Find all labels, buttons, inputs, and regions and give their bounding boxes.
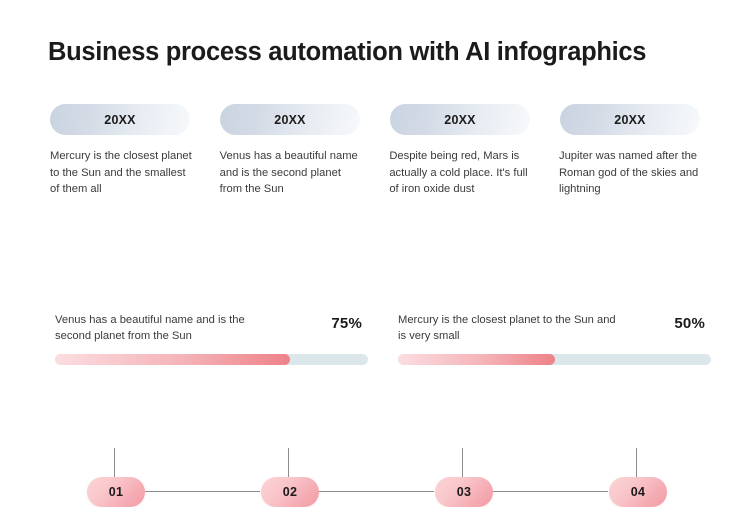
description-column-3: Despite being red, Mars is actually a co… — [389, 148, 535, 198]
progress-track[interactable] — [55, 354, 368, 365]
timeline: 01 02 03 04 — [0, 222, 747, 507]
descriptions-row: Mercury is the closest planet to the Sun… — [50, 148, 705, 198]
timeline-stem-1 — [114, 448, 115, 477]
timeline-stem-2 — [288, 448, 289, 477]
step-pill-4[interactable]: 04 — [609, 477, 667, 507]
progress-percent: 50% — [674, 315, 705, 332]
step-pill-2[interactable]: 02 — [261, 477, 319, 507]
infographic-slide: Business process automation with AI info… — [0, 38, 747, 507]
description-text: Mercury is the closest planet to the Sun… — [50, 150, 192, 196]
progress-fill — [55, 354, 290, 365]
progress-section: Venus has a beautiful name and is the se… — [0, 312, 747, 382]
year-badge-label: 20XX — [444, 112, 476, 127]
description-column-2: Venus has a beautiful name and is the se… — [220, 148, 366, 198]
timeline-stem-4 — [636, 448, 637, 477]
progress-header: Mercury is the closest planet to the Sun… — [393, 312, 713, 350]
progress-header: Venus has a beautiful name and is the se… — [50, 312, 370, 350]
year-badge-1[interactable]: 20XX — [50, 104, 190, 135]
year-badges-row: 20XX 20XX 20XX 20XX — [50, 104, 700, 135]
year-badge-label: 20XX — [274, 112, 306, 127]
progress-label: Mercury is the closest planet to the Sun… — [398, 314, 616, 343]
timeline-stem-3 — [462, 448, 463, 477]
description-column-1: Mercury is the closest planet to the Sun… — [50, 148, 196, 198]
year-badge-label: 20XX — [614, 112, 646, 127]
timeline-connector-3-4 — [492, 491, 608, 492]
year-badge-2[interactable]: 20XX — [220, 104, 360, 135]
step-pill-label: 04 — [630, 485, 646, 499]
year-badge-label: 20XX — [104, 112, 136, 127]
step-pill-label: 03 — [456, 485, 472, 499]
progress-block-1: Venus has a beautiful name and is the se… — [50, 312, 370, 365]
progress-fill — [398, 354, 555, 365]
progress-block-2: Mercury is the closest planet to the Sun… — [393, 312, 713, 365]
progress-track[interactable] — [398, 354, 711, 365]
progress-label: Venus has a beautiful name and is the se… — [55, 314, 245, 343]
timeline-connector-2-3 — [318, 491, 434, 492]
step-pill-label: 02 — [282, 485, 298, 499]
step-pill-label: 01 — [108, 485, 124, 499]
step-pill-3[interactable]: 03 — [435, 477, 493, 507]
progress-percent: 75% — [331, 315, 362, 332]
step-pill-1[interactable]: 01 — [87, 477, 145, 507]
description-column-4: Jupiter was named after the Roman god of… — [559, 148, 705, 198]
timeline-connector-1-2 — [145, 491, 260, 492]
year-badge-4[interactable]: 20XX — [560, 104, 700, 135]
year-badge-3[interactable]: 20XX — [390, 104, 530, 135]
description-text: Venus has a beautiful name and is the se… — [219, 150, 358, 196]
description-text: Despite being red, Mars is actually a co… — [389, 150, 528, 196]
page-title: Business process automation with AI info… — [48, 38, 647, 66]
description-text: Jupiter was named after the Roman god of… — [558, 150, 699, 196]
